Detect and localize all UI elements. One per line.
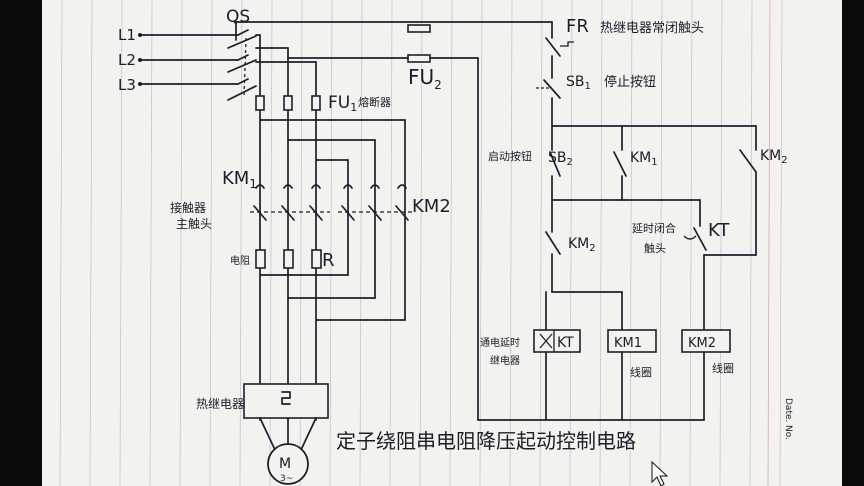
kt-coil [533,329,581,353]
label-motor-sub: 3~ [280,474,293,484]
label-l3: L3 [118,76,136,94]
diagram-title: 定子绕阻串电阻降压起动控制电路 [336,429,636,453]
label-km1-aux: KM1 [630,150,658,168]
label-fr-desc: 热继电器常闭触头 [600,21,704,36]
km2-aux-contact [703,149,757,256]
sb2-no [549,125,561,201]
km2-main-contacts [338,184,412,221]
label-thermal-desc: 热继电器 [196,397,244,411]
motor [259,417,317,485]
thermal-relay-block [243,383,329,419]
label-qs: QS [226,7,250,27]
label-start-desc: 启动按钮 [488,149,532,163]
ruled-lines [59,0,783,486]
label-kt-coil: KT [557,335,574,351]
resistors [255,249,322,269]
km2-nc-contact [545,199,561,293]
label-delay-desc-2: 触头 [644,241,666,255]
km1-aux-contact [613,151,627,201]
label-sb1-desc: 停止按钮 [604,74,656,90]
label-km2-nc: KM2 [568,236,596,254]
km1-coil [607,329,657,353]
fr-nc-contact [539,21,574,79]
kt-delay-contact [683,227,707,331]
label-delay-desc-1: 延时闭合 [632,221,676,235]
label-km2-aux: KM2 [760,148,788,166]
label-no: No. [783,425,793,440]
fu2-fuse-2 [407,54,431,63]
label-km2-coil: KM2 [688,336,716,351]
label-relay-desc-2: 继电器 [490,354,520,367]
label-l1: L1 [118,26,136,44]
km2-coil [681,329,731,353]
supply-lines [138,33,239,86]
label-km1-coil: KM1 [614,336,642,351]
notebook-paper [42,0,842,486]
fu1-fuses [255,95,321,111]
label-contactor-desc-1: 接触器 [170,200,206,215]
label-km2-main: KM2 [412,196,451,217]
label-l2: L2 [118,51,136,69]
fu2-fuse-1 [407,24,431,33]
label-km1-coil-desc: 线圈 [630,365,652,379]
label-km1-main: KM1 [222,168,257,191]
label-fu2: FU2 [408,65,442,92]
label-r: R [322,250,335,271]
label-sb2: SB2 [548,150,573,168]
label-fu1-desc: 熔断器 [358,95,391,109]
label-contactor-desc-2: 主触头 [176,217,212,231]
label-fu1: FU1 [328,93,357,114]
label-km2-coil-desc: 线圈 [712,361,734,375]
km1-main-contacts [250,184,330,221]
label-fr: FR [566,16,589,37]
label-kt-contact: KT [708,220,730,241]
label-resistor-desc: 电阻 [230,254,250,267]
qs-switch [227,29,257,101]
label-motor: M [279,456,291,472]
mouse-cursor-icon [651,460,669,486]
label-relay-desc-1: 通电延时 [480,336,520,349]
sb1-nc [536,79,561,127]
label-sb1: SB1 [566,74,591,92]
label-date: Date. [783,398,793,422]
